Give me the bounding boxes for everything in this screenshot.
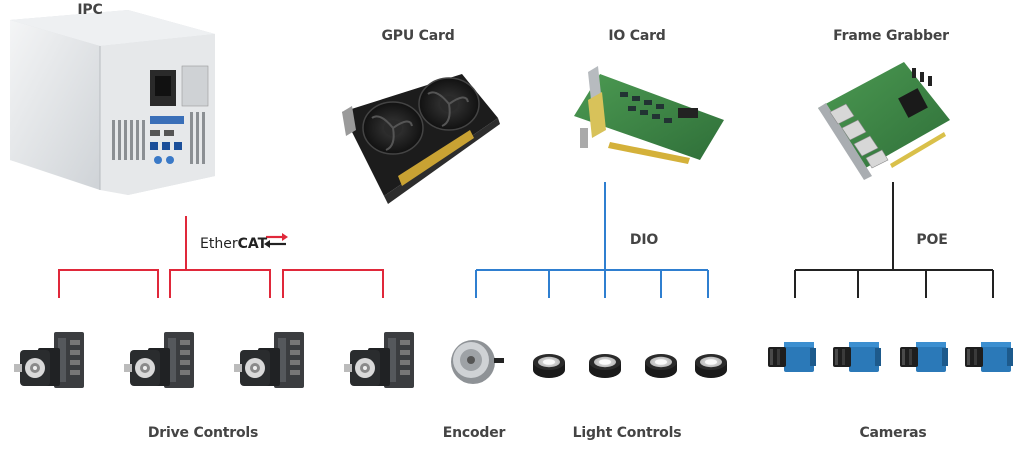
poe-bus — [794, 182, 994, 298]
industrial-camera-icon — [768, 342, 816, 372]
servo-drive-icon — [344, 332, 414, 388]
light-controller-icon — [533, 354, 565, 378]
label-dio: DIO — [629, 232, 659, 248]
industrial-camera-icon — [833, 342, 881, 372]
light-controller-icon — [645, 354, 677, 378]
label-encoder: Encoder — [442, 425, 506, 441]
servo-drive-icon — [234, 332, 304, 388]
industrial-pc-icon — [10, 10, 215, 195]
light-controller-icon — [589, 354, 621, 378]
ethercat-logo: EtherCAT — [200, 236, 267, 252]
label-poe: POE — [916, 232, 948, 248]
label-gpu-card: GPU Card — [381, 28, 455, 44]
rotary-encoder-icon — [451, 340, 504, 384]
label-drive-controls: Drive Controls — [147, 425, 259, 441]
label-frame-grabber: Frame Grabber — [833, 28, 949, 44]
label-light-controls: Light Controls — [572, 425, 682, 441]
servo-drive-icon — [124, 332, 194, 388]
label-ipc: IPC — [77, 2, 103, 18]
ethercat-bus — [58, 216, 384, 298]
label-cameras: Cameras — [859, 425, 927, 441]
industrial-camera-icon — [900, 342, 948, 372]
ethercat-logo-arrows-icon — [264, 233, 288, 248]
ethercat-logo-suffix: CAT — [237, 236, 268, 252]
light-controller-icon — [695, 354, 727, 378]
gpu-card-icon — [342, 74, 500, 204]
io-card-icon — [574, 66, 724, 164]
frame-grabber-icon — [818, 62, 950, 180]
label-io-card: IO Card — [608, 28, 666, 44]
industrial-camera-icon — [965, 342, 1013, 372]
ethercat-logo-prefix: Ether — [200, 236, 238, 252]
dio-bus — [475, 182, 709, 298]
servo-drive-icon — [14, 332, 84, 388]
